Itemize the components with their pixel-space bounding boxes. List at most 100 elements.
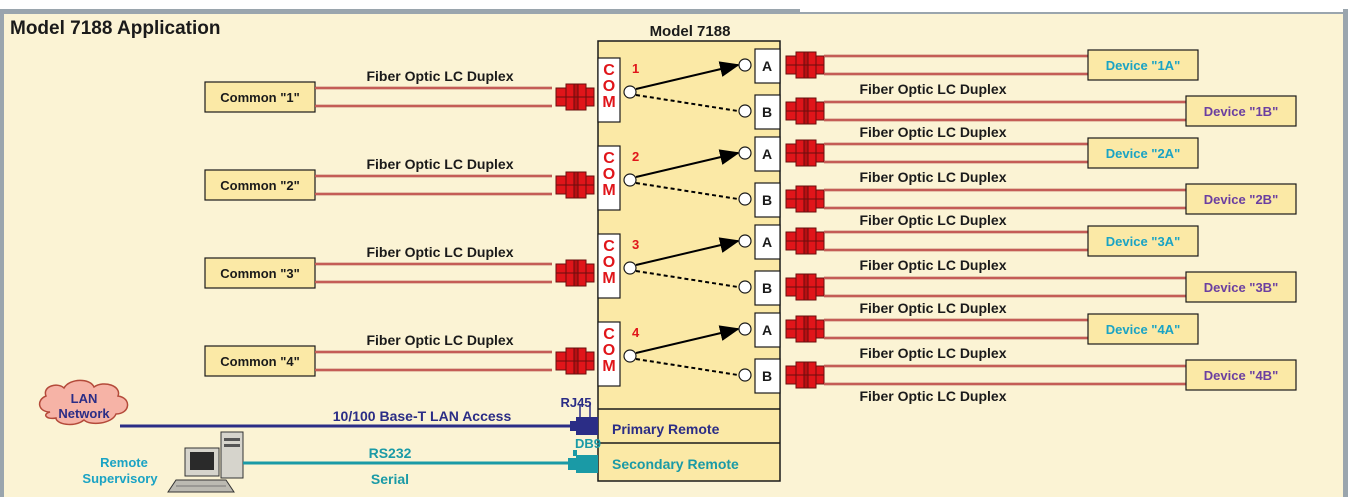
- common-label: Common "2": [220, 178, 300, 193]
- contact-b: [738, 192, 752, 206]
- common-fiber-label: Fiber Optic LC Duplex: [366, 156, 513, 172]
- switch-arm: [635, 237, 740, 266]
- port-a: [754, 312, 781, 348]
- port-b-lc-connector: [785, 361, 825, 389]
- com-letter: C: [603, 326, 615, 343]
- com-letter: O: [603, 166, 615, 183]
- common-lc-connector: [555, 83, 595, 111]
- contact-b: [738, 280, 752, 294]
- switch-pivot: [623, 261, 637, 275]
- port-a: [754, 136, 781, 172]
- com-letter: C: [603, 150, 615, 167]
- switch-arm-dashed: [635, 270, 739, 288]
- contact-b: [738, 104, 752, 118]
- port-a-label: A: [762, 146, 772, 162]
- device-b-label: Device "4B": [1204, 368, 1278, 383]
- serial-link-line1: RS232: [369, 445, 412, 461]
- contact-a: [738, 58, 752, 72]
- port-a: [754, 48, 781, 84]
- switch-arm-dashed: [635, 94, 739, 112]
- device-b-fiber-label: Fiber Optic LC Duplex: [859, 388, 1006, 404]
- com-port: [597, 233, 621, 299]
- port-a-lc-connector: [785, 227, 825, 255]
- lan-cloud-line1: LAN: [71, 391, 98, 406]
- com-letter: O: [603, 342, 615, 359]
- com-letter: O: [603, 78, 615, 95]
- switch-arm: [635, 61, 740, 90]
- device-name: Model 7188: [650, 23, 731, 40]
- lan-link-label: 10/100 Base-T LAN Access: [333, 408, 512, 424]
- device-b-box: [1185, 359, 1297, 391]
- channel-number: 1: [632, 61, 639, 76]
- switch-arm: [635, 149, 740, 178]
- common-box: [204, 169, 316, 201]
- com-letter: C: [603, 62, 615, 79]
- contact-a: [738, 322, 752, 336]
- device-a-fiber-label: Fiber Optic LC Duplex: [859, 257, 1006, 273]
- device-b-fiber-label: Fiber Optic LC Duplex: [859, 124, 1006, 140]
- port-b-label: B: [762, 104, 772, 120]
- port-b-lc-connector: [785, 185, 825, 213]
- port-b-lc-connector: [785, 97, 825, 125]
- port-b-label: B: [762, 368, 772, 384]
- lan-cloud-line2: Network: [58, 406, 110, 421]
- common-box: [204, 345, 316, 377]
- switch-pivot: [623, 173, 637, 187]
- port-b-label: B: [762, 280, 772, 296]
- common-fiber-label: Fiber Optic LC Duplex: [366, 244, 513, 260]
- device-a-box: [1087, 49, 1199, 81]
- computer-icon: [167, 431, 244, 493]
- lan-cloud: [38, 379, 129, 426]
- com-letter: C: [603, 238, 615, 255]
- com-letter: O: [603, 254, 615, 271]
- common-lc-connector: [555, 347, 595, 375]
- serial-link-line2: Serial: [371, 471, 409, 487]
- contact-a: [738, 234, 752, 248]
- channel-number: 2: [632, 149, 639, 164]
- device-a-label: Device "3A": [1106, 234, 1180, 249]
- com-port: [597, 57, 621, 123]
- port-b: [754, 94, 781, 130]
- device-a-fiber-label: Fiber Optic LC Duplex: [859, 169, 1006, 185]
- device-a-fiber-label: Fiber Optic LC Duplex: [859, 81, 1006, 97]
- device-a-label: Device "2A": [1106, 146, 1180, 161]
- common-label: Common "4": [220, 354, 300, 369]
- model-7188-body: [597, 40, 781, 482]
- switch-arm: [635, 325, 740, 354]
- device-b-label: Device "3B": [1204, 280, 1278, 295]
- port-a-label: A: [762, 234, 772, 250]
- com-letter: M: [602, 270, 615, 287]
- secondary-remote-label: Secondary Remote: [612, 456, 739, 472]
- frame-right: [1343, 9, 1348, 497]
- switch-arm-dashed: [635, 182, 739, 200]
- com-letter: M: [602, 358, 615, 375]
- common-label: Common "1": [220, 90, 300, 105]
- port-b: [754, 270, 781, 306]
- db9-label: DB9: [575, 436, 601, 451]
- device-a-box: [1087, 137, 1199, 169]
- device-b-box: [1185, 95, 1297, 127]
- common-lc-connector: [555, 171, 595, 199]
- common-box: [204, 81, 316, 113]
- port-a-lc-connector: [785, 51, 825, 79]
- port-a-label: A: [762, 322, 772, 338]
- port-b: [754, 358, 781, 394]
- switch-arm-dashed: [635, 358, 739, 376]
- port-b-lc-connector: [785, 273, 825, 301]
- rj45-label: RJ45: [560, 395, 591, 410]
- pc-label-line2: Supervisory: [82, 471, 158, 486]
- primary-remote-label: Primary Remote: [612, 421, 720, 437]
- port-a-label: A: [762, 58, 772, 74]
- common-fiber-label: Fiber Optic LC Duplex: [366, 332, 513, 348]
- rj45-connector: [570, 404, 598, 435]
- switch-pivot: [623, 349, 637, 363]
- device-a-label: Device "4A": [1106, 322, 1180, 337]
- device-b-fiber-label: Fiber Optic LC Duplex: [859, 212, 1006, 228]
- device-a-box: [1087, 313, 1199, 345]
- channel-number: 3: [632, 237, 639, 252]
